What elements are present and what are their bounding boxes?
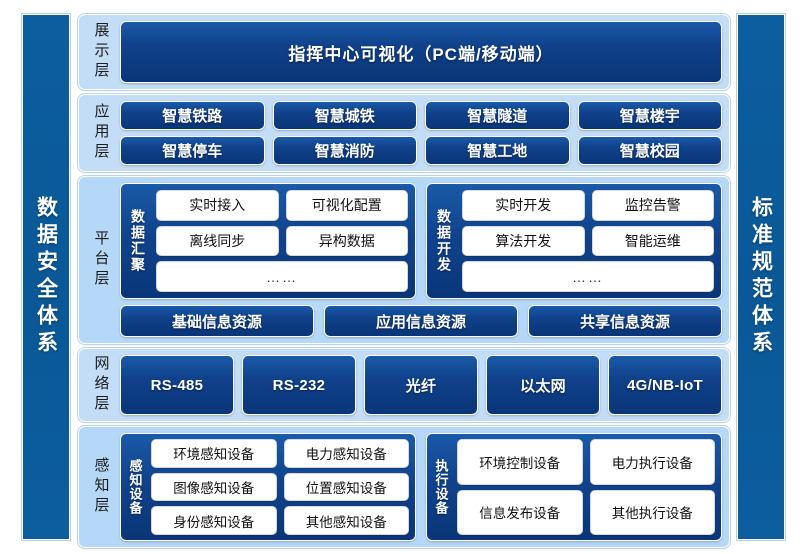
- app-box-smart-urban-rail[interactable]: 智慧城铁: [272, 101, 417, 130]
- perception-box-position[interactable]: 位置感知设备: [283, 472, 409, 502]
- layer-application: 应用层 智慧铁路 智慧城铁 智慧隧道 智慧楼宇 智慧停车 智慧消防 智慧工地 智…: [78, 94, 730, 172]
- actuation-box-power-execution[interactable]: 电力执行设备: [589, 439, 715, 485]
- platform-panel-data-development: 数据开发 实时开发 监控告警 算法开发 智能运维: [426, 183, 722, 299]
- perception-row-1: 环境感知设备 电力感知设备: [151, 439, 409, 468]
- actuation-box-other-execution[interactable]: 其他执行设备: [589, 489, 715, 535]
- perception-box-power[interactable]: 电力感知设备: [283, 439, 409, 468]
- perception-box-image[interactable]: 图像感知设备: [151, 472, 277, 502]
- platform-panel-aggregation-label: 数据汇聚: [130, 209, 146, 273]
- layer-sensing: 感知层 感知设备 环境感知设备 电力感知设备: [78, 426, 730, 548]
- layer-sensing-label: 感知层: [92, 457, 110, 517]
- app-box-smart-railway[interactable]: 智慧铁路: [120, 101, 265, 130]
- dev-box-algorithm-development[interactable]: 算法开发: [462, 225, 585, 257]
- sensing-panel-actuation-devices: 执行设备 环境控制设备 电力执行设备 信息发布设备 其他执行设备: [426, 433, 722, 541]
- resource-box-application-information[interactable]: 应用信息资源: [324, 305, 518, 337]
- left-pillar-data-security: 数据安全体系: [22, 14, 70, 540]
- actuation-box-information-release[interactable]: 信息发布设备: [457, 489, 583, 535]
- perception-row-2: 图像感知设备 位置感知设备: [151, 472, 409, 502]
- right-pillar-standards: 标准规范体系: [737, 14, 785, 540]
- platform-panel-aggregation-label-wrap: 数据汇聚: [125, 190, 151, 292]
- layer-presentation: 展示层 指挥中心可视化（PC端/移动端）: [78, 14, 730, 90]
- layer-application-body: 智慧铁路 智慧城铁 智慧隧道 智慧楼宇 智慧停车 智慧消防 智慧工地 智慧校园: [116, 101, 722, 165]
- agg-box-offline-sync[interactable]: 离线同步: [156, 225, 279, 257]
- perception-grid: 环境感知设备 电力感知设备 图像感知设备 位置感知设备 身份感知设备 其他感知设…: [151, 439, 409, 536]
- actuation-row-1: 环境控制设备 电力执行设备: [457, 439, 715, 485]
- net-box-optical-fiber[interactable]: 光纤: [364, 355, 478, 415]
- app-box-smart-tunnel[interactable]: 智慧隧道: [425, 101, 570, 130]
- aggregation-row-1: 实时接入 可视化配置: [156, 190, 408, 221]
- layer-sensing-body: 感知设备 环境感知设备 电力感知设备 图像感知设备 位置感知设备: [116, 433, 722, 541]
- platform-panels: 数据汇聚 实时接入 可视化配置 离线同步 异构数据: [120, 183, 722, 299]
- app-box-smart-campus[interactable]: 智慧校园: [577, 136, 722, 165]
- layer-presentation-label: 展示层: [92, 22, 110, 82]
- application-row-2: 智慧停车 智慧消防 智慧工地 智慧校园: [120, 136, 722, 165]
- net-box-4g-nbiot[interactable]: 4G/NB-IoT: [608, 355, 722, 415]
- platform-panel-development-label-wrap: 数据开发: [431, 190, 457, 292]
- sensing-panel-perception-label-wrap: 感知设备: [124, 439, 146, 535]
- dev-box-realtime-development[interactable]: 实时开发: [462, 190, 585, 221]
- sensing-panel-perception-label: 感知设备: [127, 459, 143, 515]
- app-box-smart-building[interactable]: 智慧楼宇: [577, 101, 722, 130]
- platform-development-grid: 实时开发 监控告警 算法开发 智能运维 ……: [462, 190, 714, 293]
- layer-network-label-wrap: 网络层: [86, 355, 116, 415]
- actuation-box-environment-control[interactable]: 环境控制设备: [457, 439, 583, 485]
- app-box-smart-parking[interactable]: 智慧停车: [120, 136, 265, 165]
- presentation-box-command-center[interactable]: 指挥中心可视化（PC端/移动端）: [120, 21, 722, 83]
- resource-box-shared-information[interactable]: 共享信息资源: [528, 305, 722, 337]
- layer-stack: 展示层 指挥中心可视化（PC端/移动端） 应用层 智慧铁路 智慧城铁 智慧隧道 …: [78, 14, 730, 548]
- layer-platform: 平台层 数据汇聚 实时接入 可视化配置: [78, 176, 730, 344]
- sensing-panels: 感知设备 环境感知设备 电力感知设备 图像感知设备 位置感知设备: [120, 433, 722, 541]
- sensing-panel-actuation-label-wrap: 执行设备: [430, 439, 452, 535]
- layer-presentation-body: 指挥中心可视化（PC端/移动端）: [116, 21, 722, 83]
- agg-box-heterogeneous-data[interactable]: 异构数据: [285, 225, 408, 257]
- layer-network: 网络层 RS-485 RS-232 光纤 以太网 4G/NB-IoT: [78, 348, 730, 422]
- platform-resource-row: 基础信息资源 应用信息资源 共享信息资源: [120, 305, 722, 337]
- app-box-smart-firefighting[interactable]: 智慧消防: [272, 136, 417, 165]
- network-row: RS-485 RS-232 光纤 以太网 4G/NB-IoT: [120, 355, 722, 415]
- platform-aggregation-grid: 实时接入 可视化配置 离线同步 异构数据 ……: [156, 190, 408, 293]
- right-pillar-label: 标准规范体系: [749, 196, 773, 358]
- platform-panel-data-aggregation: 数据汇聚 实时接入 可视化配置 离线同步 异构数据: [120, 183, 416, 299]
- layer-platform-label-wrap: 平台层: [86, 183, 116, 337]
- perception-box-environment[interactable]: 环境感知设备: [151, 439, 277, 468]
- layer-application-label-wrap: 应用层: [86, 101, 116, 165]
- layer-application-label: 应用层: [92, 103, 110, 163]
- development-row-3: ……: [462, 261, 714, 293]
- layer-platform-label: 平台层: [92, 230, 110, 290]
- layer-network-body: RS-485 RS-232 光纤 以太网 4G/NB-IoT: [116, 355, 722, 415]
- dev-box-intelligent-ops[interactable]: 智能运维: [591, 225, 714, 257]
- layer-sensing-label-wrap: 感知层: [86, 433, 116, 541]
- agg-box-realtime-ingest[interactable]: 实时接入: [156, 190, 279, 221]
- resource-box-basic-information[interactable]: 基础信息资源: [120, 305, 314, 337]
- perception-box-other[interactable]: 其他感知设备: [283, 506, 409, 536]
- net-box-rs485[interactable]: RS-485: [120, 355, 234, 415]
- aggregation-row-2: 离线同步 异构数据: [156, 225, 408, 257]
- layer-presentation-label-wrap: 展示层: [86, 21, 116, 83]
- actuation-grid: 环境控制设备 电力执行设备 信息发布设备 其他执行设备: [457, 439, 715, 535]
- actuation-row-2: 信息发布设备 其他执行设备: [457, 489, 715, 535]
- app-box-smart-construction-site[interactable]: 智慧工地: [425, 136, 570, 165]
- development-row-1: 实时开发 监控告警: [462, 190, 714, 221]
- perception-box-identity[interactable]: 身份感知设备: [151, 506, 277, 536]
- agg-box-visual-config[interactable]: 可视化配置: [285, 190, 408, 221]
- dev-box-ellipsis[interactable]: ……: [462, 261, 714, 293]
- left-pillar-label: 数据安全体系: [34, 196, 58, 358]
- layer-network-label: 网络层: [92, 355, 110, 415]
- platform-panel-development-label: 数据开发: [436, 209, 452, 273]
- dev-box-monitoring-alarm[interactable]: 监控告警: [591, 190, 714, 221]
- sensing-panel-perception-devices: 感知设备 环境感知设备 电力感知设备 图像感知设备 位置感知设备: [120, 433, 416, 541]
- agg-box-ellipsis[interactable]: ……: [156, 261, 408, 293]
- net-box-rs232[interactable]: RS-232: [242, 355, 356, 415]
- sensing-panel-actuation-label: 执行设备: [433, 459, 449, 515]
- net-box-ethernet[interactable]: 以太网: [486, 355, 600, 415]
- perception-row-3: 身份感知设备 其他感知设备: [151, 506, 409, 536]
- aggregation-row-3: ……: [156, 261, 408, 293]
- development-row-2: 算法开发 智能运维: [462, 225, 714, 257]
- layer-platform-body: 数据汇聚 实时接入 可视化配置 离线同步 异构数据: [116, 183, 722, 337]
- application-row-1: 智慧铁路 智慧城铁 智慧隧道 智慧楼宇: [120, 101, 722, 130]
